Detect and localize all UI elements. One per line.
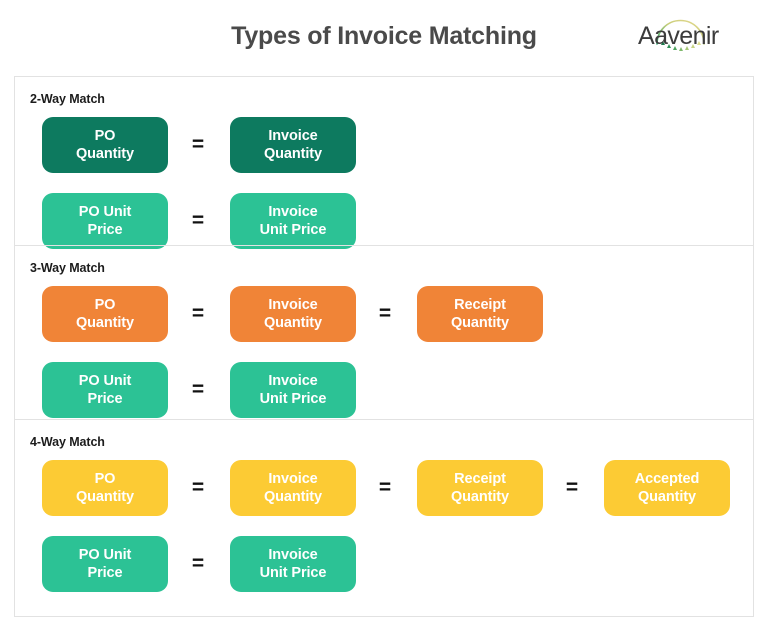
equals-sign: = [378,302,392,325]
section-label: 4-Way Match [30,435,105,449]
chip-line-2: Unit Price [259,565,327,581]
chip-line-1: PO [94,297,116,313]
chip-line-2: Quantity [263,315,322,331]
section-4-way-match: 4-Way Match PO Quantity = Invoice Quanti… [15,419,753,615]
chip-line-2: Unit Price [259,391,327,407]
chip-invoice-unit-price: Invoice Unit Price [230,193,356,249]
chip-receipt-quantity: Receipt Quantity [417,286,543,342]
matching-types-card: 2-Way Match PO Quantity = Invoice Quanti… [14,76,754,617]
chip-line-1: Receipt [454,297,506,313]
chip-line-1: PO Unit [78,547,132,563]
chip-po-unit-price: PO Unit Price [42,536,168,592]
chip-line-1: Accepted [634,471,700,487]
chip-line-1: PO [94,128,116,144]
chip-line-1: Invoice [268,297,318,313]
equals-sign: = [191,133,205,156]
chip-line-1: Receipt [454,471,506,487]
chip-line-2: Price [87,565,123,581]
chip-po-unit-price: PO Unit Price [42,362,168,418]
chip-line-2: Quantity [75,315,134,331]
page-header: Types of Invoice Matching [0,0,768,76]
chip-line-2: Quantity [450,315,509,331]
arc-dots-logo-icon [652,14,710,58]
chip-line-1: PO Unit [78,204,132,220]
quantity-row: PO Quantity = Invoice Quantity [15,117,753,179]
chip-po-quantity: PO Quantity [42,117,168,173]
logo-wordmark: Aavenir [638,22,719,50]
chip-accepted-quantity: Accepted Quantity [604,460,730,516]
chip-line-1: PO Unit [78,373,132,389]
chip-invoice-quantity: Invoice Quantity [230,460,356,516]
section-3-way-match: 3-Way Match PO Quantity = Invoice Quanti… [15,245,753,419]
chip-line-2: Price [87,391,123,407]
chip-po-quantity: PO Quantity [42,460,168,516]
chip-line-1: Invoice [268,547,318,563]
chip-line-2: Price [87,222,123,238]
unit-price-row: PO Unit Price = Invoice Unit Price [15,536,753,598]
chip-line-1: Invoice [268,128,318,144]
equals-sign: = [191,552,205,575]
unit-price-row: PO Unit Price = Invoice Unit Price [15,193,753,255]
chip-line-2: Unit Price [259,222,327,238]
section-label: 3-Way Match [30,261,105,275]
chip-line-1: Invoice [268,471,318,487]
aavenir-logo: Aavenir [638,14,750,60]
page-title: Types of Invoice Matching [231,22,537,50]
chip-receipt-quantity: Receipt Quantity [417,460,543,516]
chip-po-unit-price: PO Unit Price [42,193,168,249]
equals-sign: = [191,476,205,499]
equals-sign: = [191,378,205,401]
chip-line-1: PO [94,471,116,487]
quantity-row: PO Quantity = Invoice Quantity = Receipt… [15,286,753,348]
chip-invoice-unit-price: Invoice Unit Price [230,536,356,592]
equals-sign: = [378,476,392,499]
equals-sign: = [565,476,579,499]
quantity-row: PO Quantity = Invoice Quantity = Receipt… [15,460,753,522]
section-label: 2-Way Match [30,92,105,106]
chip-line-2: Quantity [450,489,509,505]
chip-line-2: Quantity [637,489,696,505]
chip-line-2: Quantity [263,146,322,162]
chip-line-2: Quantity [263,489,322,505]
chip-invoice-quantity: Invoice Quantity [230,286,356,342]
chip-line-2: Quantity [75,489,134,505]
chip-line-1: Invoice [268,373,318,389]
section-2-way-match: 2-Way Match PO Quantity = Invoice Quanti… [15,77,753,249]
unit-price-row: PO Unit Price = Invoice Unit Price [15,362,753,424]
equals-sign: = [191,209,205,232]
equals-sign: = [191,302,205,325]
chip-po-quantity: PO Quantity [42,286,168,342]
chip-invoice-unit-price: Invoice Unit Price [230,362,356,418]
chip-line-1: Invoice [268,204,318,220]
chip-invoice-quantity: Invoice Quantity [230,117,356,173]
chip-line-2: Quantity [75,146,134,162]
